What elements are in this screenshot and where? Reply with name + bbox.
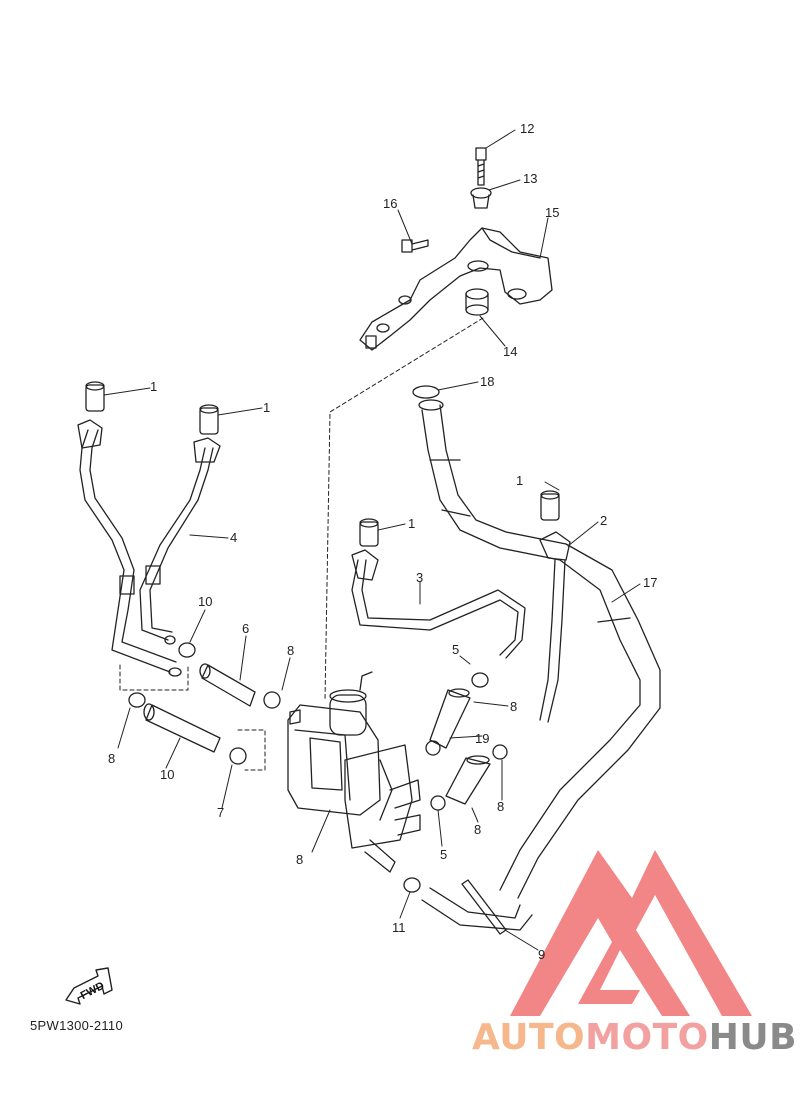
callout-label-11: 8 [296, 852, 304, 867]
callout-label-8: 8 [287, 643, 295, 658]
callout-label-17: 17 [643, 575, 658, 590]
hose-5b [445, 755, 491, 805]
clamp-8b [471, 672, 489, 688]
cap-1a [85, 381, 105, 412]
grommet-14 [465, 288, 489, 316]
callout-label-5: 8 [510, 699, 518, 714]
hose-5a [429, 688, 471, 749]
watermark-brand: AUTOMOTOHUB [472, 1020, 797, 1056]
brand-part-auto: AUTO [472, 1017, 586, 1058]
cap-1d [540, 490, 560, 521]
pipe-4 [77, 419, 221, 677]
callout-label-8: 7 [217, 805, 225, 820]
clamp-8f [430, 795, 446, 811]
callout-label-15: 15 [545, 205, 560, 220]
hose-19 [421, 879, 533, 935]
callout-label-8: 5 [440, 847, 448, 862]
callout-label-1: 1 [516, 473, 524, 488]
callout-label-13: 13 [523, 171, 538, 186]
hose-7 [143, 703, 221, 753]
callout-label-1: 1 [408, 516, 416, 531]
bolt-16 [401, 239, 429, 253]
callout-label-14: 14 [503, 344, 518, 359]
callout-label-6: 6 [242, 621, 250, 636]
fwd-arrow-icon [65, 967, 113, 1005]
hose-6 [199, 663, 256, 707]
callout-label-7: 10 [160, 767, 175, 782]
clamp-10b [128, 692, 146, 708]
pipe-2 [539, 531, 571, 723]
callout-label-5: 8 [474, 822, 482, 837]
brand-part-moto: MOTO [585, 1017, 709, 1058]
clamp-8e [492, 744, 508, 760]
callout-label-10: 8 [108, 751, 116, 766]
watermark-logo-icon [510, 850, 752, 1016]
clamp-10a [178, 642, 196, 658]
callout-label-10: 10 [198, 594, 213, 609]
pipe-3 [351, 549, 526, 659]
part-code: 5PW1300-2110 [30, 1018, 123, 1033]
callout-label-12: 12 [520, 121, 535, 136]
hose-17 [418, 399, 661, 899]
cap-1b [199, 404, 219, 435]
clamp-8a [263, 691, 281, 709]
callout-label-19: 9 [538, 947, 546, 962]
callout-label-1: 1 [263, 400, 271, 415]
callout-label-3: 3 [416, 570, 424, 585]
brand-part-hub: HUB [708, 1017, 798, 1058]
clamp-8d [229, 747, 247, 765]
clamp-9 [403, 877, 421, 893]
collar-13 [470, 187, 492, 209]
valve-11 [287, 671, 421, 873]
callout-label-8: 5 [452, 642, 460, 657]
callout-label-1: 1 [150, 379, 158, 394]
bolt-12 [475, 147, 487, 186]
callout-label-2: 2 [600, 513, 608, 528]
callout-label-9: 11 [392, 920, 406, 935]
bracket-15 [359, 227, 553, 351]
callout-label-4: 4 [230, 530, 238, 545]
callout-label-8: 19 [475, 731, 490, 746]
cap-1c [359, 518, 379, 547]
clamp-18 [412, 385, 440, 399]
callout-label-8: 8 [497, 799, 505, 814]
callout-label-16: 16 [383, 196, 398, 211]
clamp-8c [425, 740, 441, 756]
callout-label-18: 18 [480, 374, 495, 389]
